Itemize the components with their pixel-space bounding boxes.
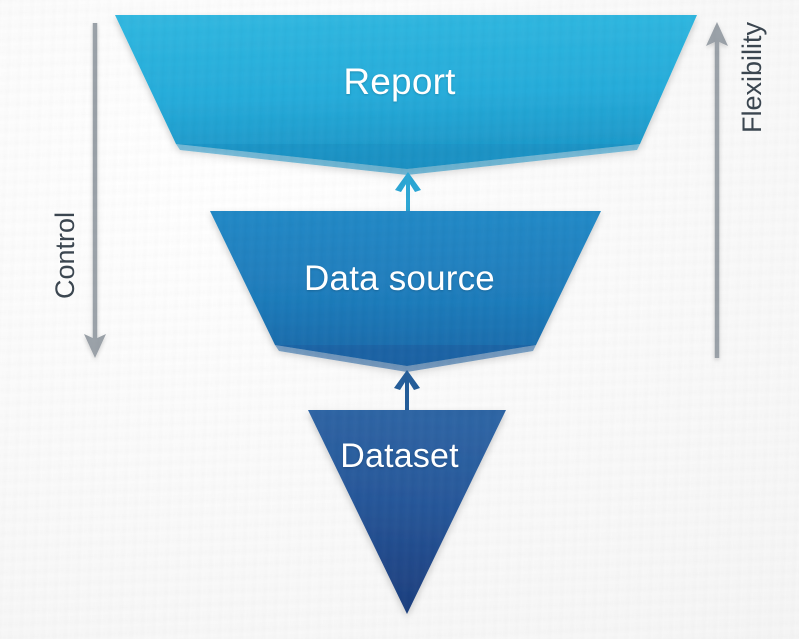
control-axis-arrowhead-down (84, 334, 106, 358)
connector-dataset-to-data-source (394, 370, 420, 412)
dataset-shape-body (308, 410, 506, 614)
connector-arrowhead-upper (395, 172, 421, 192)
flexibility-axis-arrowhead-up (706, 22, 728, 46)
stage-label-report: Report (343, 61, 456, 102)
stage-label-dataset: Dataset (340, 437, 459, 475)
report-shape-inner-shade (176, 144, 640, 169)
connector-data-source-to-report (395, 172, 421, 213)
connector-arrowhead-lower (394, 370, 420, 390)
axis-flexibility (706, 22, 728, 358)
stage-shape-dataset[interactable] (308, 410, 506, 614)
stage-label-data-source: Data source (304, 259, 495, 298)
axis-control (84, 23, 106, 358)
data-source-shape-notch-shade (275, 345, 536, 372)
axis-label-flexibility: Flexibility (737, 22, 767, 134)
axis-label-control: Control (50, 212, 80, 300)
stage-shape-report[interactable] (115, 15, 697, 175)
report-shape-body (115, 15, 697, 169)
data-source-shape-body (210, 211, 601, 366)
data-source-shape-inner-shade (275, 345, 536, 366)
stage-shape-data-source[interactable] (210, 211, 601, 372)
report-shape-notch-shade (176, 144, 640, 175)
